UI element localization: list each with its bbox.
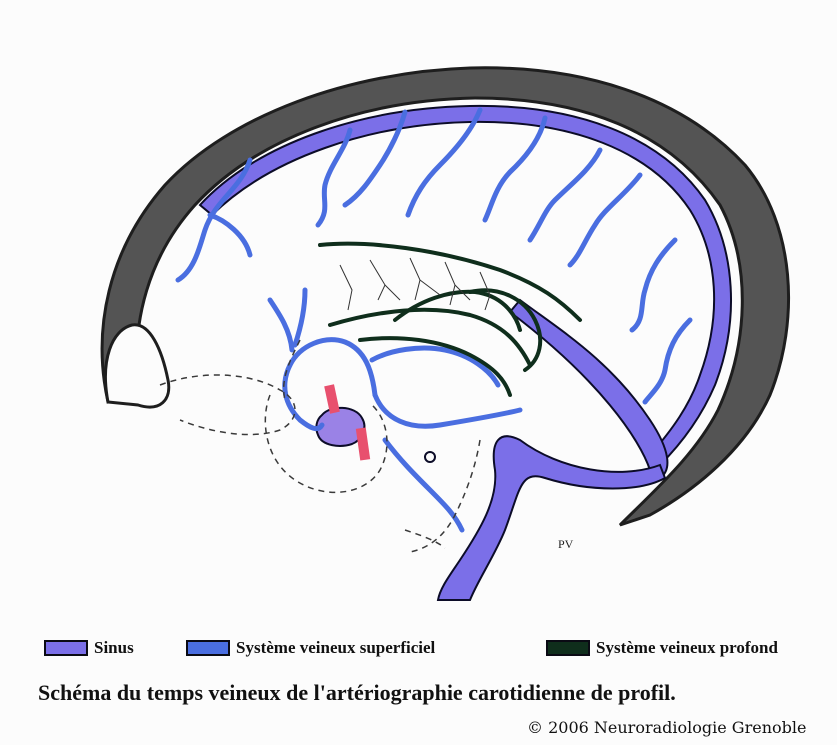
superior-sagittal-sinus	[200, 106, 731, 465]
thin-cortical-branches	[340, 258, 490, 310]
legend-item-sinus: Sinus	[44, 638, 134, 658]
legend-item-deep: Système veineux profond	[546, 638, 778, 658]
legend-label-superficial: Système veineux superficiel	[236, 638, 435, 658]
sinus-swatch-icon	[44, 640, 88, 656]
frontal-cavity	[105, 325, 168, 407]
copyright-notice: © 2006 Neuroradiologie Grenoble	[527, 718, 806, 737]
deep-swatch-icon	[546, 640, 590, 656]
artery-marker-lower	[356, 427, 370, 460]
diagram-signature: PV	[558, 537, 574, 551]
artery-marker-upper	[324, 384, 340, 413]
legend-label-sinus: Sinus	[94, 638, 134, 658]
legend-label-deep: Système veineux profond	[596, 638, 778, 658]
superficial-swatch-icon	[186, 640, 230, 656]
figure-caption: Schéma du temps veineux de l'artériograp…	[38, 680, 676, 706]
dashed-contours	[160, 340, 480, 552]
venous-phase-diagram: PV	[0, 0, 837, 620]
legend-item-superficial: Système veineux superficiel	[186, 638, 435, 658]
small-circle-marker	[425, 452, 435, 462]
